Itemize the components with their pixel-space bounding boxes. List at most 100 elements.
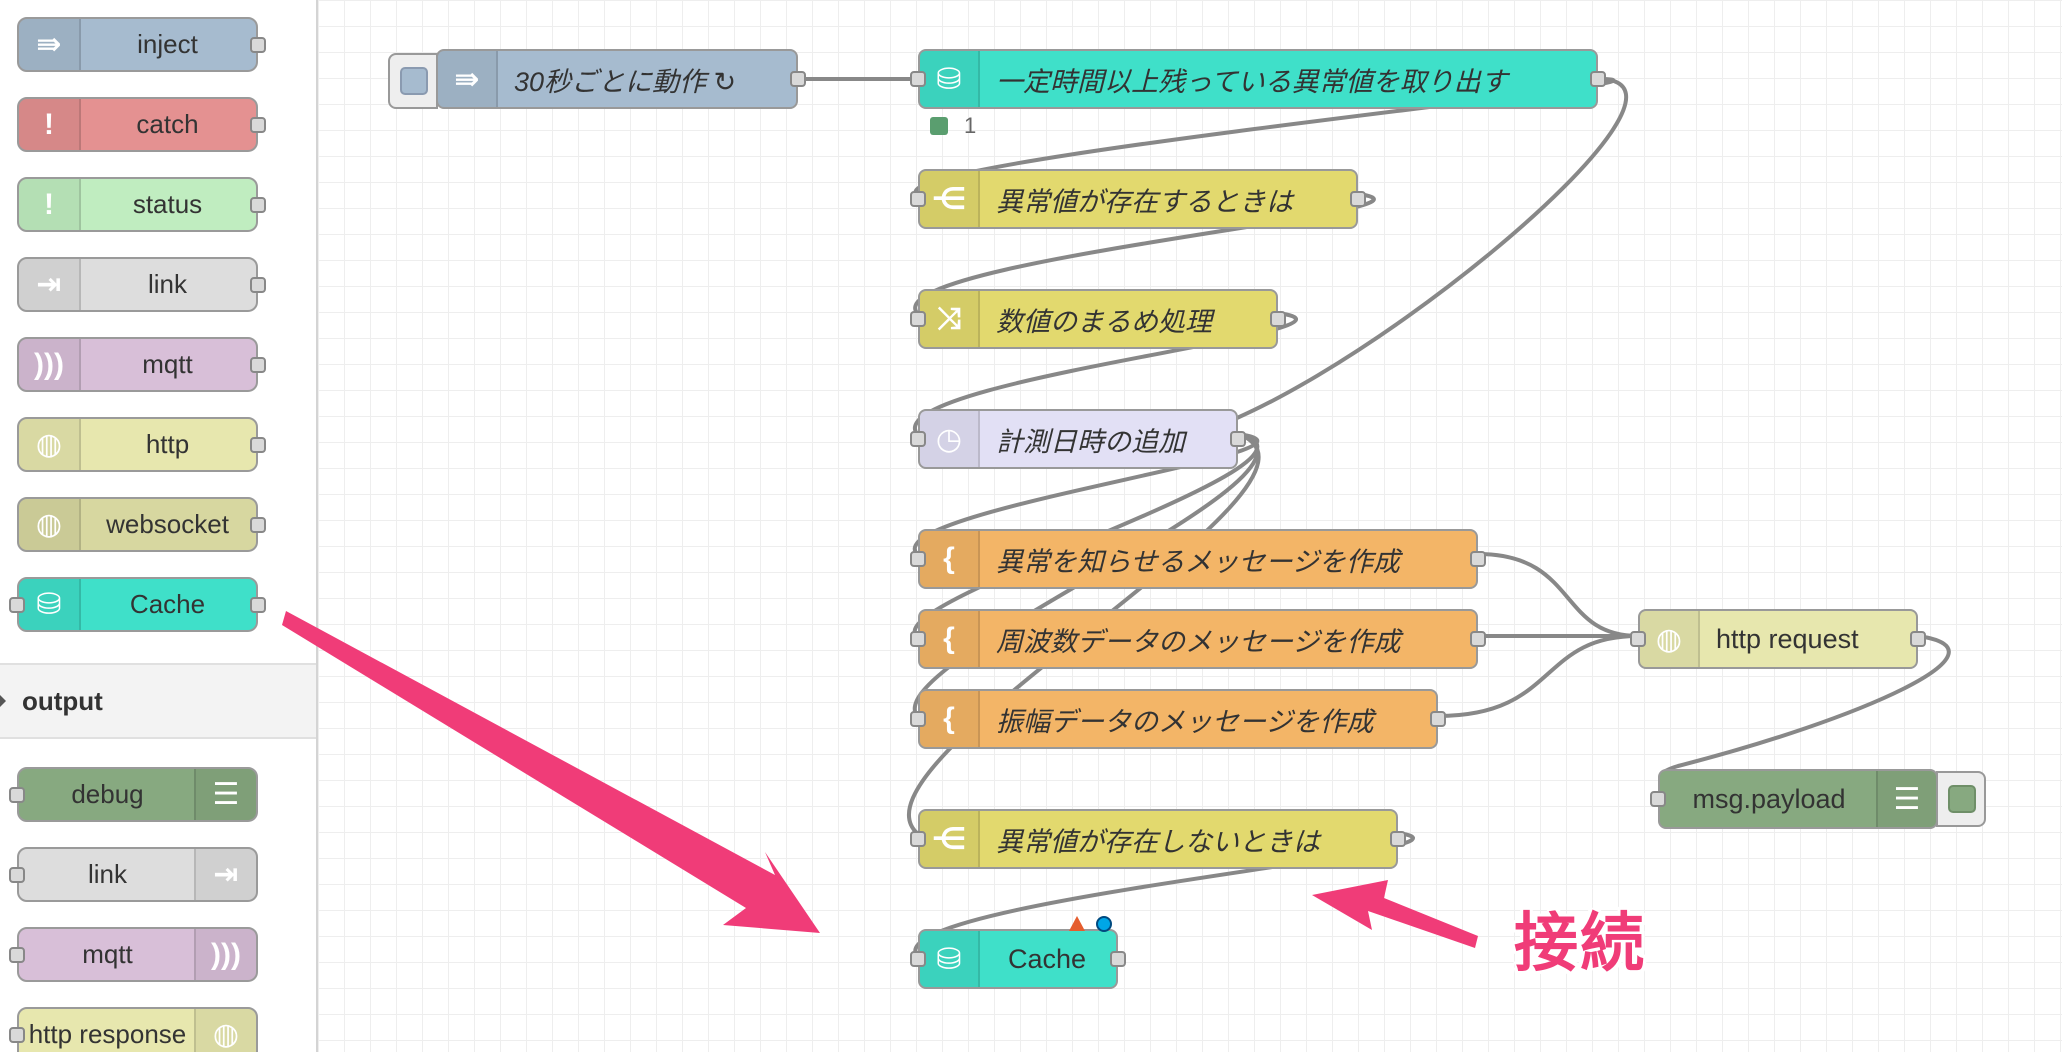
wire [1166,77,1629,442]
output-port[interactable] [250,117,266,133]
input-port[interactable] [1650,791,1666,807]
output-port[interactable] [250,517,266,533]
output-port[interactable] [250,437,266,453]
flow-node-cache-query[interactable]: ⛁ 一定時間以上残っている異常値を取り出す [910,49,1606,109]
globe-icon: ◍ [19,419,81,470]
input-port[interactable] [910,551,926,567]
output-port[interactable] [1270,311,1286,327]
node-label: 振幅データのメッセージを作成 [996,706,1374,737]
output-port[interactable] [1590,71,1606,87]
palette-node-catch[interactable]: ! catch [17,97,266,152]
palette-node-status[interactable]: ! status [17,177,266,232]
switch-icon: ⋲ [920,171,980,227]
callout-label: 接続 [1514,907,1646,981]
database-icon: ⛁ [920,51,980,107]
input-port[interactable] [1630,631,1646,647]
output-port[interactable] [1430,711,1446,727]
input-port[interactable] [9,947,25,963]
input-port[interactable] [910,631,926,647]
list-icon: ☰ [1876,771,1936,827]
input-port[interactable] [910,711,926,727]
input-port[interactable] [9,867,25,883]
node-label: msg.payload [1692,783,1846,814]
status-indicator [930,117,948,135]
input-port[interactable] [9,787,25,803]
palette-node-debug[interactable]: ☰ debug [9,767,258,822]
input-port[interactable] [910,831,926,847]
input-port[interactable] [910,71,926,87]
output-port[interactable] [1470,631,1486,647]
palette-node-label: mqtt [82,939,133,969]
palette-node-label: debug [71,779,144,809]
flow-node-timestamp[interactable]: ◷ 計測日時の追加 [910,409,1246,469]
palette-node-label: status [132,189,203,219]
palette-category-output[interactable]: output [0,663,316,739]
output-port[interactable] [1230,431,1246,447]
flow-node-inject[interactable]: ⇛ 30秒ごとに動作 ↻ [436,49,806,109]
exclamation-icon: ! [19,179,81,230]
palette-node-websocket[interactable]: ◍ websocket [17,497,266,552]
input-port[interactable] [9,597,25,613]
palette-node-label: link [87,859,127,889]
output-port[interactable] [1910,631,1926,647]
input-port[interactable] [910,311,926,327]
palette-node-label: http [145,429,190,459]
palette-node-mqtt[interactable]: ))) mqtt [17,337,266,392]
flow-node-template-amp[interactable]: { 振幅データのメッセージを作成 [910,689,1446,749]
output-port[interactable] [250,197,266,213]
flow-node-switch-exists[interactable]: ⋲ 異常値が存在するときは [910,169,1366,229]
database-icon: ⛁ [19,579,81,630]
output-port[interactable] [1470,551,1486,567]
flow-workspace[interactable]: ⇛ 30秒ごとに動作 ↻ ⛁ 一定時間以上残っている異常値を取り出す 1 ⋲ 異… [318,0,2062,1052]
caret-right-icon [0,695,6,707]
globe-icon: ◍ [1640,611,1700,667]
flow-node-template-freq[interactable]: { 周波数データのメッセージを作成 [910,609,1486,669]
flow-node-template-alert[interactable]: { 異常を知らせるメッセージを作成 [910,529,1486,589]
timer-icon: ◷ [920,411,980,467]
palette-node-link[interactable]: ⇥ link [17,257,266,312]
output-port[interactable] [790,71,806,87]
node-label: Cache [1007,943,1087,974]
flow-node-debug[interactable]: ☰ msg.payload [1650,769,1938,829]
output-port[interactable] [1390,831,1406,847]
list-icon: ☰ [194,769,256,820]
brace-icon: { [920,691,980,747]
palette-node-label: websocket [106,509,229,539]
palette-node-http[interactable]: ◍ http [17,417,266,472]
output-port[interactable] [250,597,266,613]
flow-node-change-round[interactable]: ⤨ 数値のまるめ処理 [910,289,1286,349]
palette-node-label: catch [136,109,199,139]
input-port[interactable] [910,431,926,447]
output-port[interactable] [1350,191,1366,207]
flow-node-cache[interactable]: ⛁ Cache [910,929,1126,989]
wire [1436,634,1640,718]
globe-icon: ◍ [19,499,81,550]
input-port[interactable] [910,951,926,967]
category-label: output [22,685,103,716]
inject-trigger-button[interactable] [388,53,438,109]
flow-node-http-request[interactable]: ◍ http request [1630,609,1926,669]
wire-layer [796,77,1951,958]
wire [1476,552,1640,638]
palette-node-inject[interactable]: ⇛ inject [17,17,266,72]
input-port[interactable] [9,1027,25,1043]
node-label: http request [1716,623,1859,654]
output-port[interactable] [250,357,266,373]
palette-node-mqtt-out[interactable]: ))) mqtt [9,927,258,982]
palette-node-link-out[interactable]: ⇥ link [9,847,258,902]
palette-node-label: link [147,269,187,299]
exclamation-icon: ! [19,99,81,150]
output-port[interactable] [250,37,266,53]
palette-node-label: http response [28,1019,187,1049]
node-label: 計測日時の追加 [996,426,1185,457]
output-port[interactable] [1110,951,1126,967]
node-label: 異常値が存在するときは [996,186,1293,217]
input-port[interactable] [910,191,926,207]
debug-toggle-button[interactable] [1936,771,1986,827]
shuffle-icon: ⤨ [920,291,980,347]
palette-node-http-response[interactable]: ◍ http response [9,1007,258,1052]
palette-node-cache[interactable]: ⛁ Cache [9,577,266,632]
flow-node-switch-not-exists[interactable]: ⋲ 異常値が存在しないときは [910,809,1406,869]
output-port[interactable] [250,277,266,293]
brace-icon: { [920,531,980,587]
